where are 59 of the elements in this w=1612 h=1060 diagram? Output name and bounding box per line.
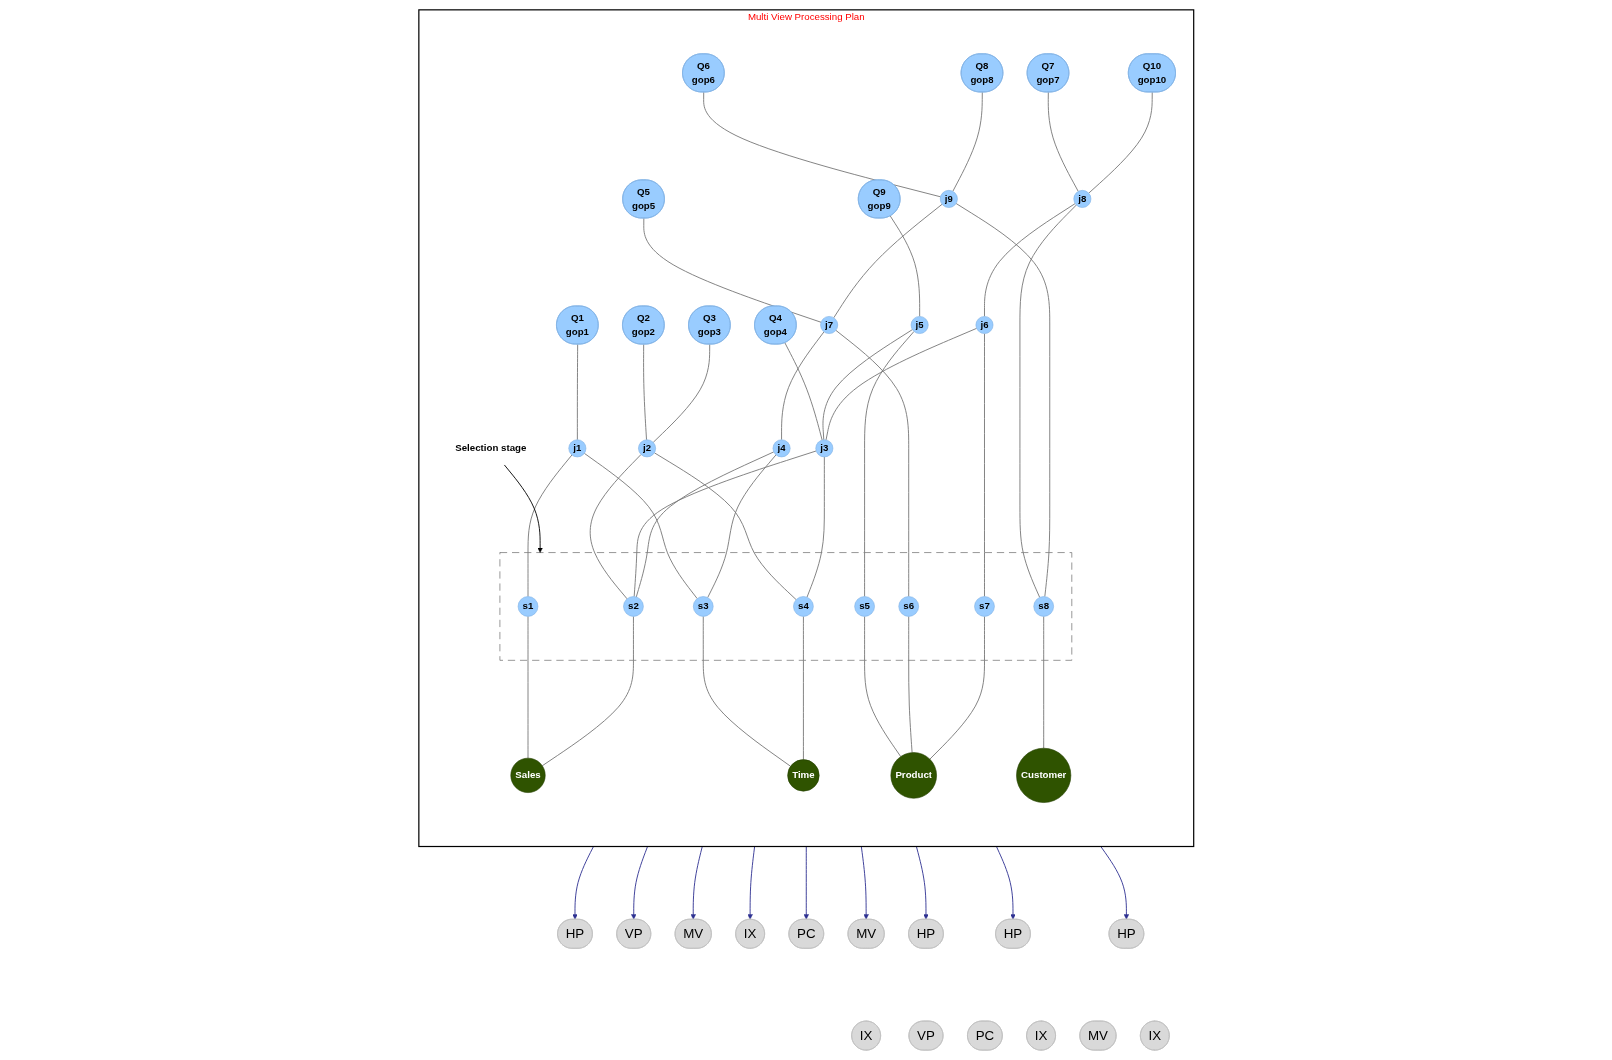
node-circle: s8	[1033, 596, 1054, 617]
cluster	[499, 552, 1072, 661]
connector	[825, 327, 977, 441]
connector	[863, 615, 901, 758]
connector	[929, 615, 985, 760]
node-circle: j5	[910, 316, 929, 334]
connector	[780, 331, 825, 441]
node-circle: Product	[890, 752, 937, 799]
connector	[642, 343, 647, 441]
node-circle: j4	[772, 439, 791, 458]
connector	[633, 450, 817, 597]
node-circle: j8	[1073, 190, 1091, 208]
connector	[702, 91, 941, 198]
connector	[652, 343, 710, 443]
connector	[1047, 91, 1079, 192]
node-circle: j7	[819, 316, 838, 334]
connector	[907, 615, 913, 754]
node-circle: s4	[792, 596, 814, 617]
node-circle: Time	[787, 759, 820, 792]
connector	[822, 329, 913, 441]
node-circle: j1	[568, 439, 586, 458]
node-circle: s2	[622, 596, 644, 617]
node-circle: s7	[973, 596, 995, 617]
connector	[576, 343, 578, 441]
connector	[541, 615, 634, 767]
connector	[1088, 91, 1153, 194]
connector	[706, 454, 777, 598]
connector	[955, 203, 1050, 598]
connector	[833, 203, 943, 319]
connector	[952, 91, 983, 192]
connector	[527, 615, 529, 759]
node-circle: j3	[815, 439, 833, 458]
node-circle: s5	[854, 596, 875, 617]
connector	[643, 217, 822, 323]
connector	[889, 215, 920, 317]
connector	[802, 615, 804, 761]
node-circle: s6	[898, 596, 919, 617]
connector	[527, 454, 573, 597]
node-circle: s1	[517, 596, 538, 617]
connector	[835, 329, 909, 597]
connector	[983, 333, 985, 597]
connector	[863, 331, 915, 597]
connector	[1019, 204, 1077, 598]
connector	[653, 452, 797, 601]
node-text: Selection stage	[454, 442, 527, 454]
connector	[784, 342, 823, 441]
node-circle: j9	[939, 190, 958, 208]
connector	[583, 452, 698, 600]
connector	[589, 454, 642, 600]
connector	[702, 615, 791, 767]
node-circle: Customer	[1015, 747, 1071, 803]
node-circle: j2	[637, 439, 656, 458]
node-circle: s3	[692, 596, 714, 617]
connector	[806, 456, 825, 598]
connector	[1042, 615, 1044, 749]
node-circle: Sales	[510, 757, 546, 793]
connector	[635, 451, 774, 598]
connector	[983, 203, 1076, 317]
node-circle: j6	[975, 316, 994, 334]
